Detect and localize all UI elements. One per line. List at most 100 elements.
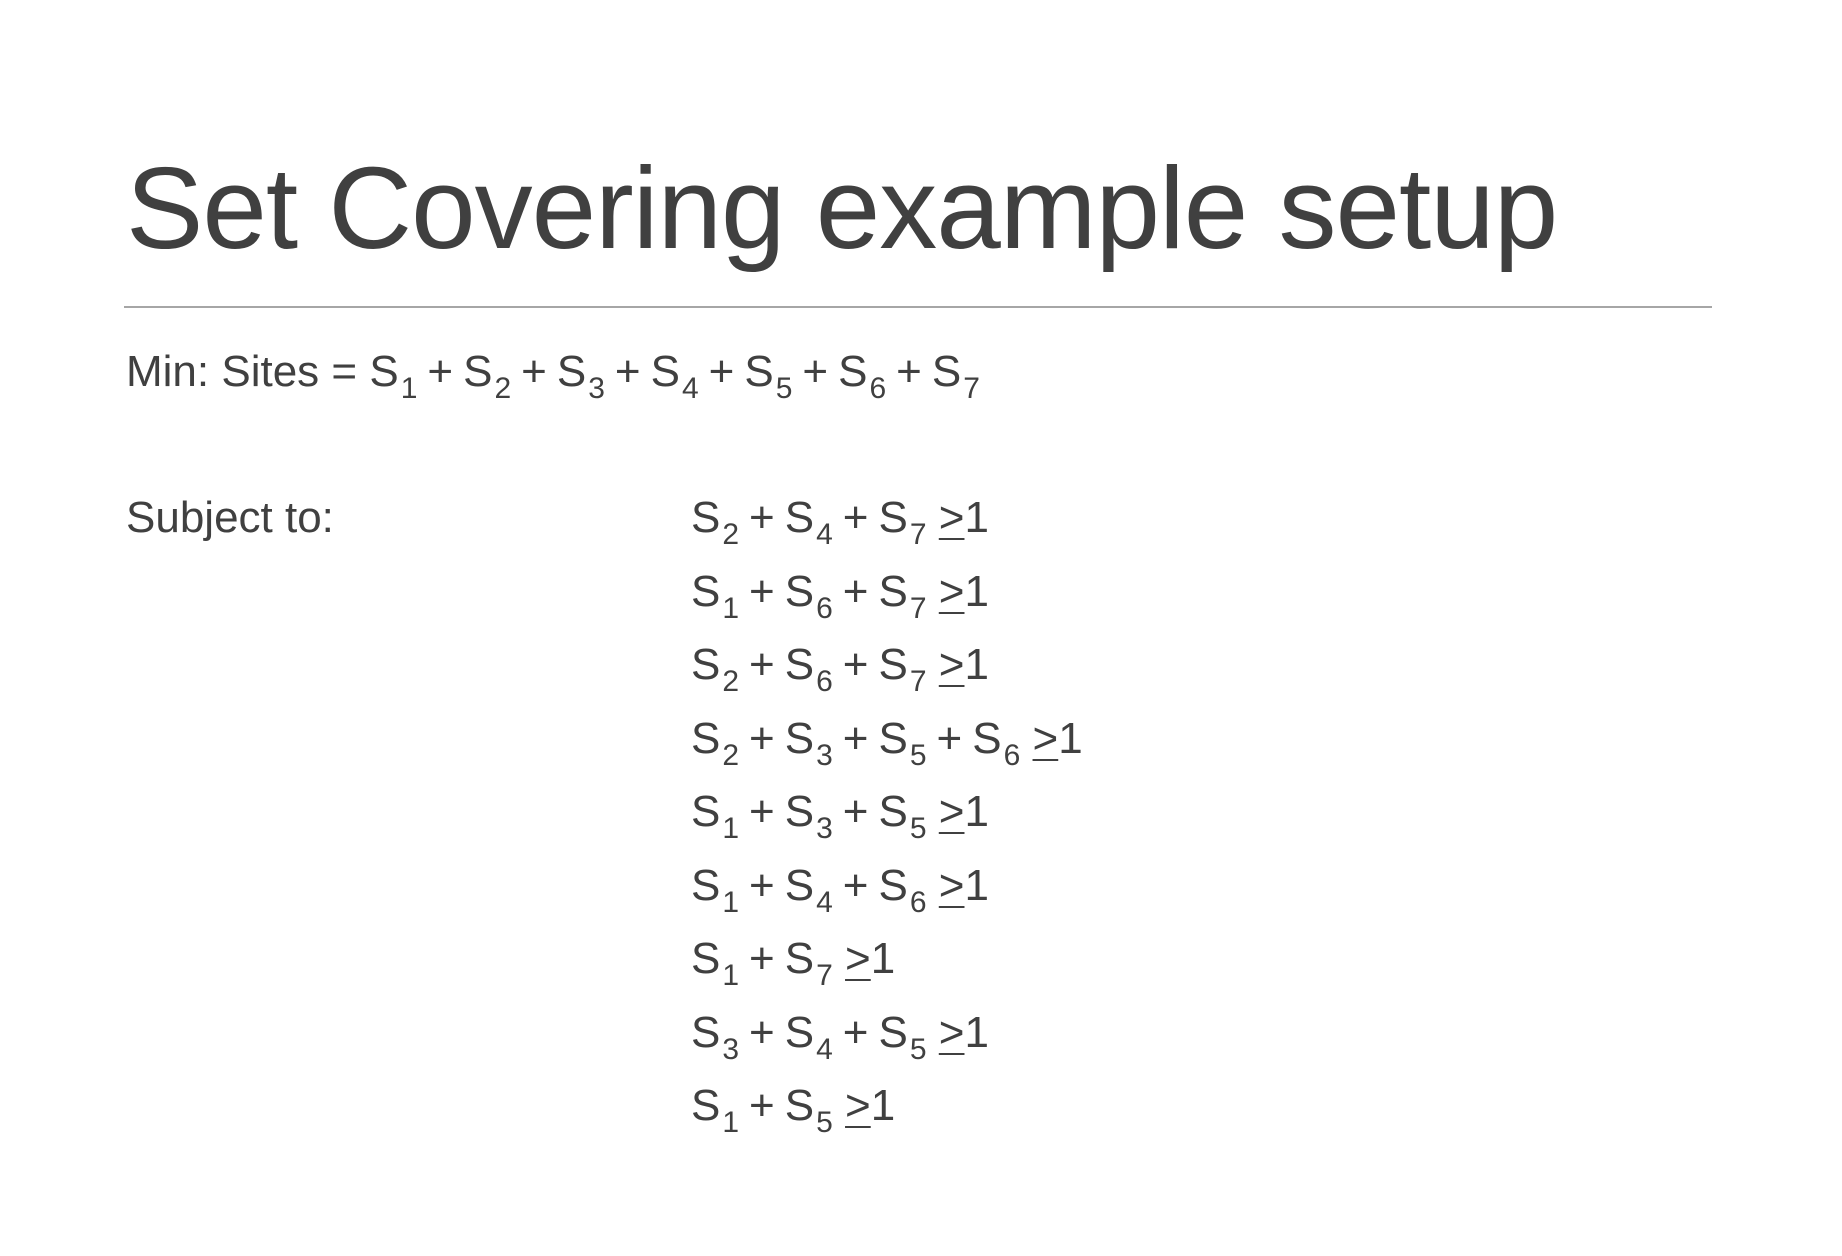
greater-equal-symbol: > <box>845 1081 871 1130</box>
variable-subscript: 6 <box>909 885 927 919</box>
variable-symbol: S <box>463 347 493 396</box>
constraint-row: S1+S3+S5 >1 <box>691 790 1083 864</box>
variable-subscript: 7 <box>816 959 833 992</box>
variable-term: S3 <box>785 787 833 844</box>
greater-equal-symbol: > <box>938 640 965 689</box>
variable-symbol: S <box>784 713 815 763</box>
variable-term: S3 <box>556 347 605 404</box>
variable-symbol: S <box>931 347 962 396</box>
variable-symbol: S <box>878 640 908 689</box>
variable-subscript: 4 <box>816 1032 833 1066</box>
plus-operator: + <box>521 347 547 396</box>
variable-term: S7 <box>878 640 927 697</box>
variable-symbol: S <box>691 713 721 763</box>
variable-subscript: 1 <box>722 812 740 845</box>
objective-function: Min: Sites = S1+S2+S3+S4+S5+S6+S7 <box>126 347 980 404</box>
variable-subscript: 6 <box>1003 738 1021 772</box>
variable-symbol: S <box>691 860 721 910</box>
variable-term: S5 <box>785 1081 833 1138</box>
variable-symbol: S <box>691 566 721 616</box>
plus-operator: + <box>749 640 775 689</box>
plus-operator: + <box>936 713 963 763</box>
plus-operator: + <box>427 347 454 396</box>
variable-symbol: S <box>691 1007 721 1057</box>
variable-symbol: S <box>369 347 399 396</box>
variable-term: S1 <box>369 347 417 404</box>
greater-equal-symbol: > <box>938 787 965 836</box>
variable-subscript: 3 <box>588 372 605 405</box>
variable-subscript: 3 <box>722 1032 740 1066</box>
variable-subscript: 7 <box>909 518 927 551</box>
greater-equal-symbol: > <box>938 860 965 910</box>
variable-symbol: S <box>878 566 908 616</box>
plus-operator: + <box>614 347 641 396</box>
variable-subscript: 3 <box>816 738 833 772</box>
variable-symbol: S <box>878 860 908 910</box>
variable-term: S4 <box>785 1008 833 1064</box>
constraint-row: S1+S5 >1 <box>691 1084 1083 1158</box>
plus-operator: + <box>749 493 775 542</box>
greater-equal-symbol: > <box>938 1007 965 1057</box>
variable-symbol: S <box>784 860 815 910</box>
title-divider <box>124 306 1712 308</box>
variable-term: S4 <box>784 860 833 917</box>
variable-term: S7 <box>878 566 927 623</box>
variable-subscript: 4 <box>816 518 833 551</box>
plus-operator: + <box>842 566 869 616</box>
constraint-rhs: 1 <box>964 1007 989 1057</box>
variable-subscript: 1 <box>722 959 740 992</box>
variable-symbol: S <box>556 347 587 396</box>
plus-operator: + <box>842 860 869 910</box>
greater-equal-symbol: > <box>938 493 965 542</box>
variable-term: S2 <box>463 347 511 404</box>
constraint-row: S1+S6+S7 >1 <box>691 566 1083 644</box>
variable-subscript: 4 <box>816 885 833 919</box>
plus-operator: + <box>749 1081 775 1130</box>
variable-symbol: S <box>878 787 908 836</box>
variable-term: S6 <box>785 640 833 697</box>
constraint-row: S2+S6+S7 >1 <box>691 643 1083 717</box>
variable-subscript: 5 <box>909 1032 927 1066</box>
variable-subscript: 1 <box>400 372 418 405</box>
constraint-row: S3+S4+S5 >1 <box>691 1007 1083 1085</box>
greater-equal-symbol: > <box>1032 713 1059 763</box>
constraint-rhs: 1 <box>870 1081 896 1130</box>
constraint-row: S1+S4+S6 >1 <box>691 860 1083 938</box>
variable-term: S7 <box>784 934 833 991</box>
variable-symbol: S <box>878 713 908 763</box>
variable-term: S4 <box>784 493 833 550</box>
variable-term: S1 <box>691 787 739 844</box>
variable-term: S6 <box>878 860 927 917</box>
variable-term: S7 <box>931 347 980 404</box>
variable-symbol: S <box>878 1007 908 1057</box>
variable-subscript: 5 <box>909 738 927 772</box>
plus-operator: + <box>802 347 829 396</box>
variable-symbol: S <box>784 493 815 542</box>
plus-operator: + <box>842 640 869 689</box>
variable-symbol: S <box>784 566 815 616</box>
subject-to-label: Subject to: <box>126 493 334 542</box>
plus-operator: + <box>708 347 735 396</box>
variable-term: S5 <box>744 347 792 404</box>
variable-term: S3 <box>691 1007 739 1064</box>
variable-symbol: S <box>691 640 721 689</box>
variable-term: S6 <box>972 713 1020 770</box>
plus-operator: + <box>842 1007 869 1057</box>
variable-subscript: 7 <box>909 591 927 625</box>
variable-symbol: S <box>784 934 815 983</box>
variable-subscript: 6 <box>816 591 833 625</box>
plus-operator: + <box>749 934 775 983</box>
variable-subscript: 4 <box>681 372 699 405</box>
variable-term: S6 <box>838 347 886 404</box>
variable-term: S2 <box>691 640 739 697</box>
variable-subscript: 1 <box>722 591 740 625</box>
variable-term: S5 <box>878 713 927 770</box>
variable-symbol: S <box>691 1081 721 1130</box>
variable-subscript: 1 <box>722 1106 740 1139</box>
variable-symbol: S <box>972 713 1002 763</box>
slide-title: Set Covering example setup <box>126 143 1558 273</box>
variable-subscript: 5 <box>775 372 793 405</box>
variable-term: S1 <box>691 1081 739 1138</box>
variable-term: S1 <box>691 934 739 991</box>
